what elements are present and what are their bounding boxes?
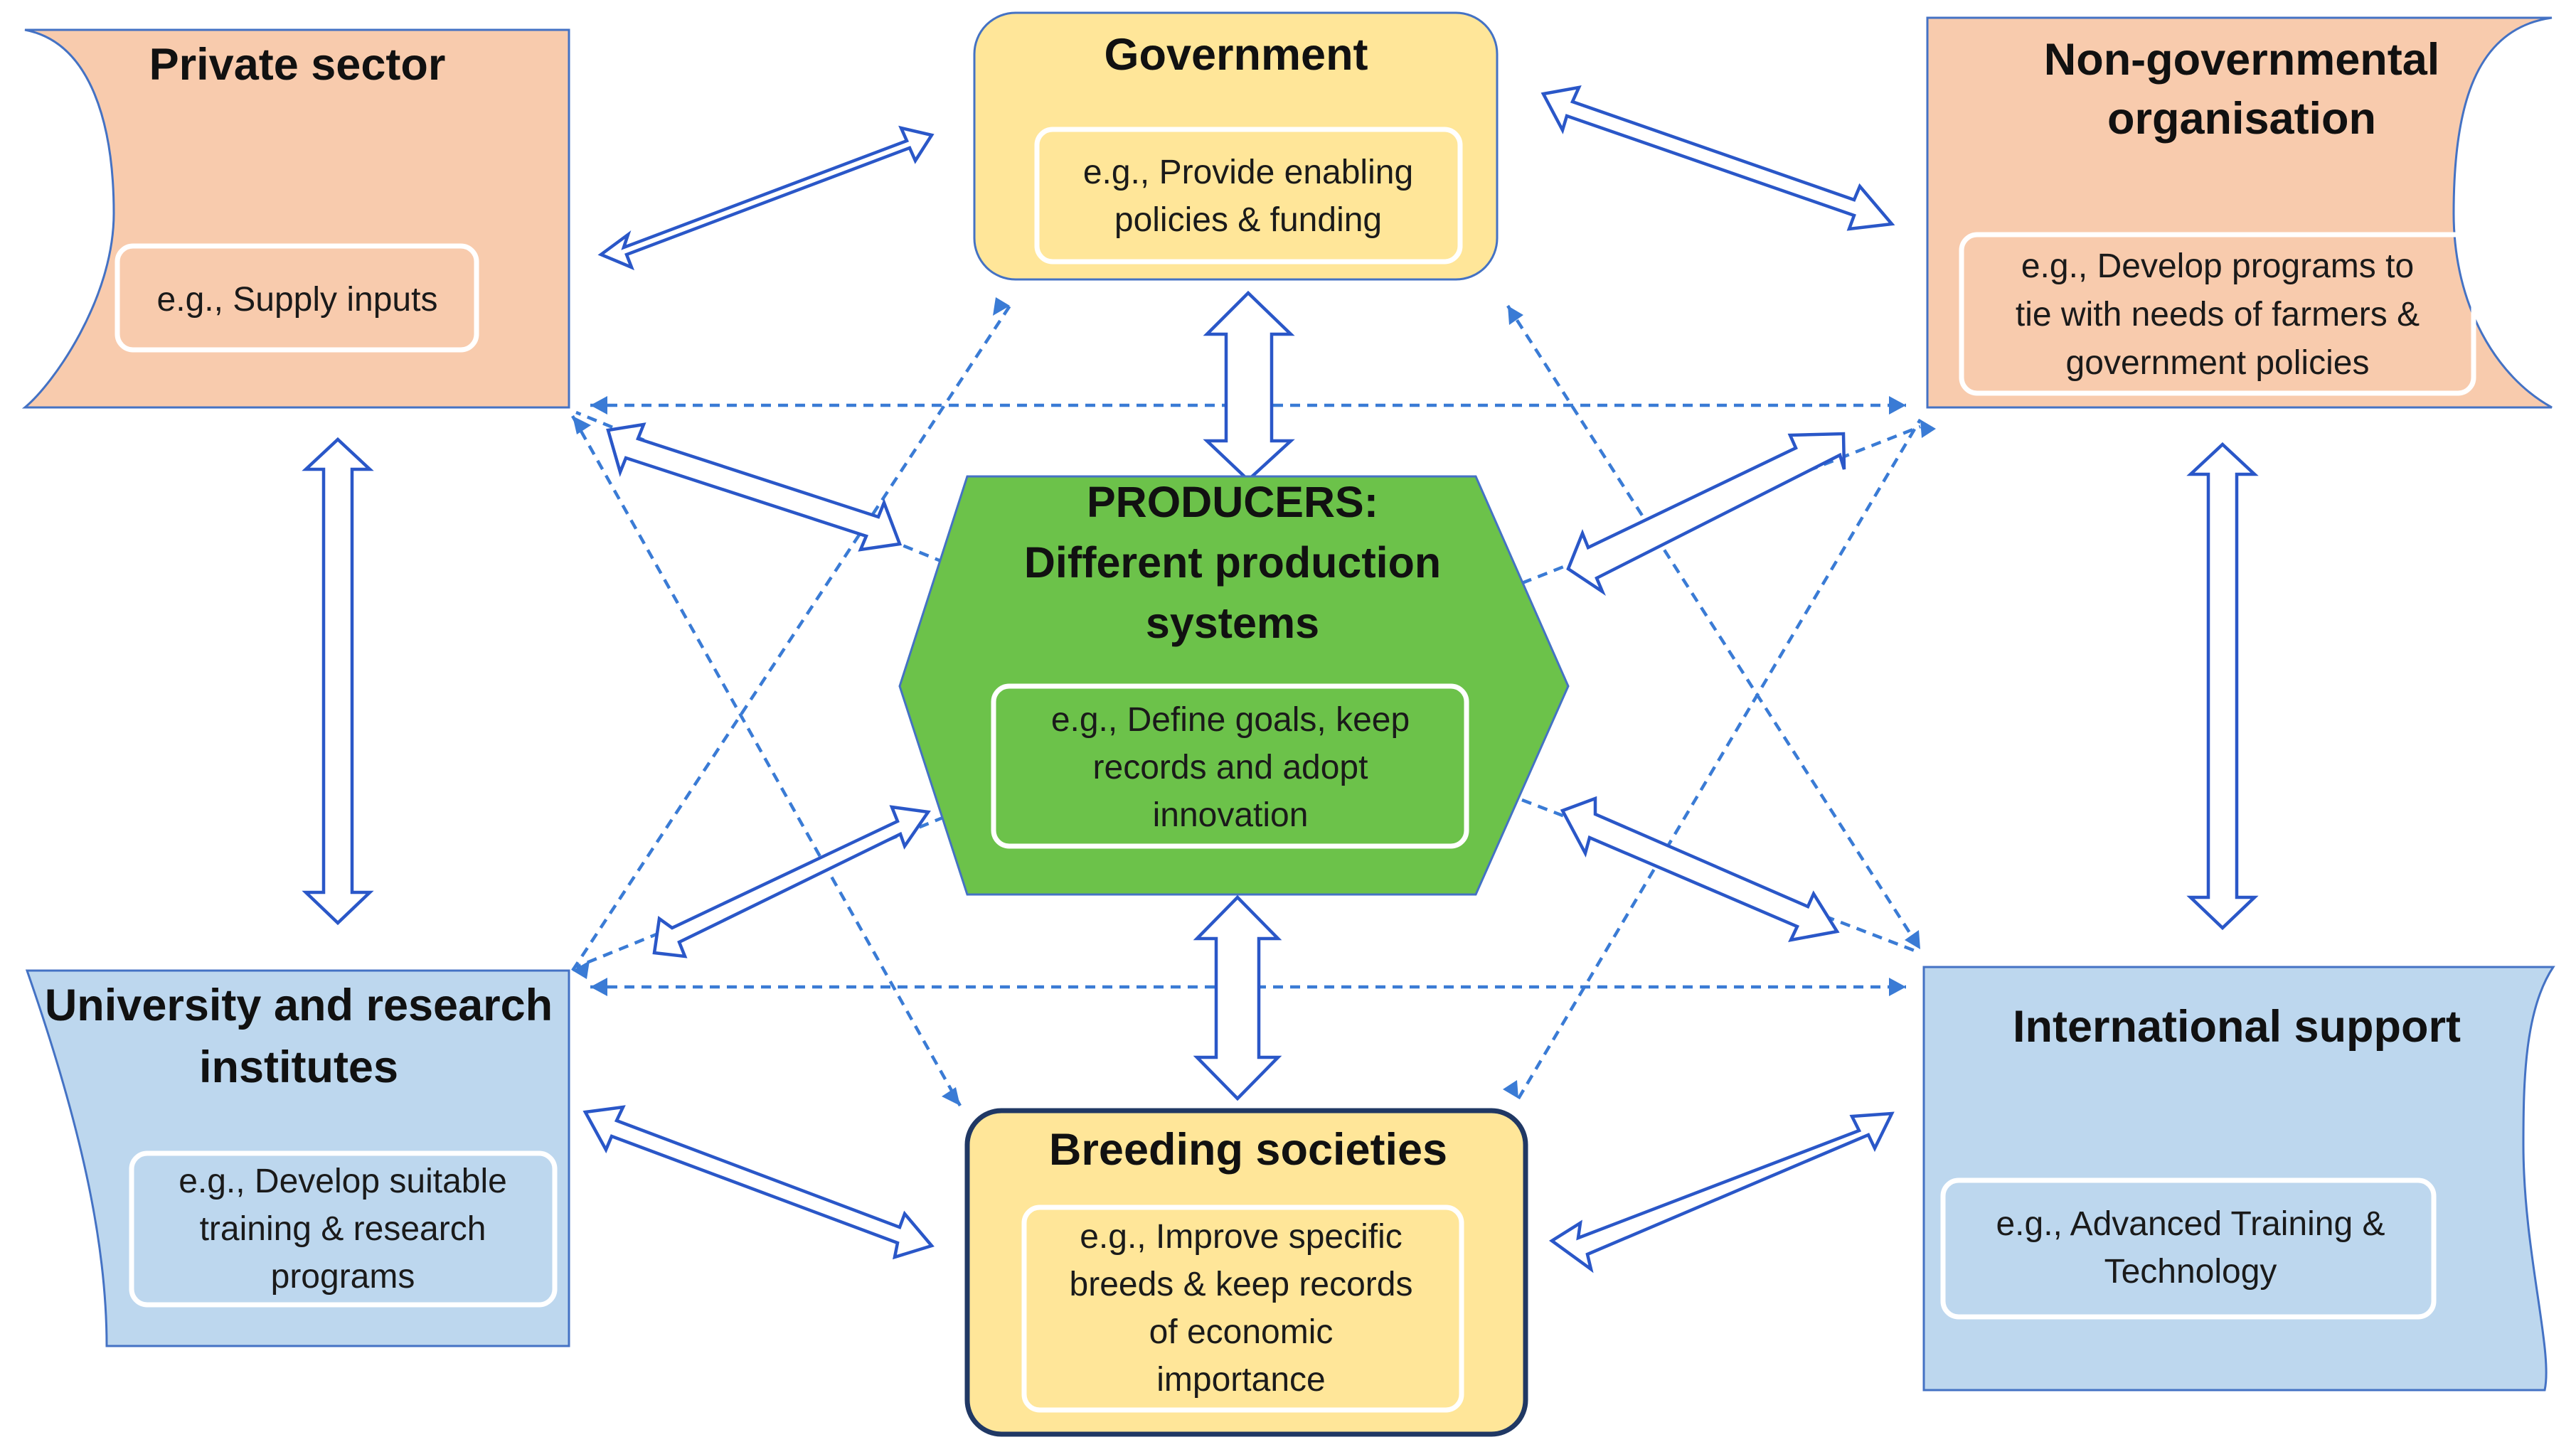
university-title-line-1: University and research — [45, 981, 553, 1030]
ngo-example-line-2: tie with needs of farmers & — [2016, 296, 2420, 333]
producers-example-box — [991, 683, 1469, 849]
breeding-societies-example-line-2: breeds & keep records — [1070, 1266, 1413, 1303]
node-government: Government e.g., Provide enabling polici… — [973, 11, 1499, 281]
ngo-shape — [1926, 16, 2553, 409]
university-example-line-1: e.g., Develop suitable — [179, 1163, 507, 1200]
international-support-title: International support — [2013, 1002, 2461, 1052]
double-arrow-government-producers — [1203, 290, 1295, 483]
node-international-support: International support e.g., Advanced Tra… — [1922, 966, 2555, 1392]
double-arrow-producers-international — [1560, 796, 1840, 943]
private-sector-example-box — [115, 243, 479, 353]
breeding-societies-example-box — [1021, 1205, 1464, 1413]
double-arrow-producers-ngo — [1566, 432, 1846, 597]
node-private-sector: Private sector e.g., Supply inputs — [21, 28, 570, 409]
government-example-box — [1034, 127, 1463, 265]
double-arrow-breeding-international — [1548, 1111, 1895, 1273]
dashed-arrow-government-international — [1506, 304, 1922, 951]
dashed-arrow-breeding-ngo — [1517, 418, 1922, 1100]
dashed-arrow-private-breeding — [571, 415, 962, 1107]
government-title: Government — [1104, 30, 1368, 80]
government-shape — [973, 11, 1499, 281]
double-arrow-ngo-international — [2186, 442, 2259, 931]
international-support-example-box — [1940, 1177, 2437, 1320]
node-producers: PRODUCERS: Different production systems … — [898, 475, 1570, 896]
dashed-arrow-university-government — [571, 304, 1011, 972]
double-arrow-university-breeding — [582, 1105, 935, 1260]
university-example-line-2: training & research — [200, 1210, 486, 1248]
ngo-example-line-1: e.g., Develop programs to — [2021, 247, 2414, 285]
government-example-line-1: e.g., Provide enabling — [1083, 154, 1413, 191]
university-example-box — [129, 1150, 558, 1308]
node-breeding-societies: Breeding societies e.g., Improve specifi… — [964, 1108, 1528, 1437]
private-sector-shape — [21, 28, 570, 409]
node-ngo: Non-governmental organisation e.g., Deve… — [1926, 16, 2553, 409]
producers-title-line-1: PRODUCERS: — [1087, 478, 1378, 526]
ngo-example-line-3: government policies — [2066, 344, 2370, 382]
ngo-example-box — [1959, 232, 2476, 396]
solid-connectors — [302, 85, 2259, 1273]
node-university: University and research institutes e.g.,… — [25, 969, 570, 1347]
university-example-line-3: programs — [271, 1258, 415, 1296]
producers-title-line-2: Different production — [1024, 538, 1441, 587]
breeding-societies-example-line-4: importance — [1156, 1361, 1325, 1399]
producers-example-line-3: innovation — [1153, 796, 1309, 834]
international-support-example-line-2: Technology — [2104, 1253, 2277, 1291]
double-arrow-private-government — [597, 125, 935, 271]
breeding-societies-title: Breeding societies — [1049, 1125, 1447, 1175]
double-arrow-producers-university — [652, 805, 931, 958]
double-arrow-producers-breeding — [1193, 894, 1282, 1101]
producers-title-line-3: systems — [1146, 599, 1319, 647]
breeding-societies-shape — [964, 1108, 1528, 1437]
private-sector-example-line-1: e.g., Supply inputs — [157, 281, 438, 319]
double-arrow-private-university — [302, 437, 374, 926]
producers-example-line-2: records and adopt — [1093, 749, 1368, 786]
private-sector-title: Private sector — [149, 40, 446, 90]
breeding-societies-example-line-3: of economic — [1149, 1313, 1334, 1351]
government-example-line-2: policies & funding — [1114, 201, 1382, 239]
university-title-line-2: institutes — [199, 1042, 398, 1092]
producers-example-line-1: e.g., Define goals, keep — [1051, 701, 1410, 739]
ngo-title-line-2: organisation — [2107, 94, 2376, 144]
university-shape — [25, 969, 570, 1347]
double-arrow-producers-private — [606, 422, 903, 552]
international-support-example-line-1: e.g., Advanced Training & — [1996, 1205, 2385, 1243]
breeding-societies-example-line-1: e.g., Improve specific — [1080, 1218, 1403, 1256]
double-arrow-government-ngo — [1540, 85, 1895, 231]
ngo-title-line-1: Non-governmental — [2044, 35, 2440, 85]
